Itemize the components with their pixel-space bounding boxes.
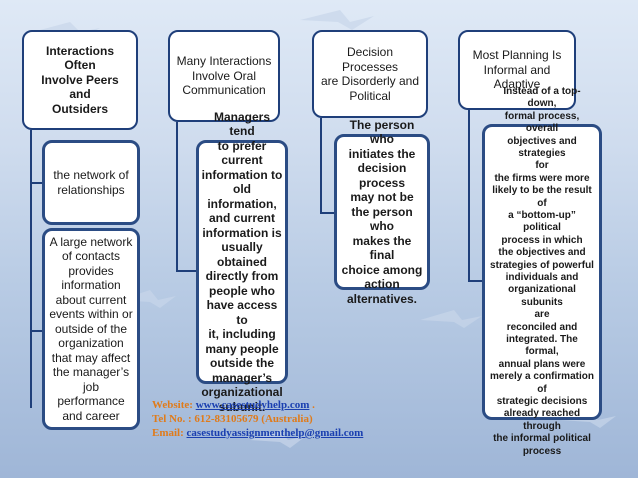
website-line: Website: www.casestudyhelp.com .	[152, 398, 363, 412]
heading-decision-processes: Decision Processes are Disorderly and Po…	[312, 30, 428, 118]
item-large-network: A large network of contacts provides inf…	[42, 228, 140, 430]
tel-value: 612-83105679 (Australia)	[194, 413, 313, 425]
website-suffix: .	[312, 399, 315, 411]
heading-peers-outsiders: Interactions Often Involve Peers and Out…	[22, 30, 138, 130]
heading-text: Most Planning Is Informal and Adaptive	[472, 48, 562, 92]
item-text: A large network of contacts provides inf…	[49, 234, 133, 423]
connector-line	[468, 280, 484, 282]
item-text: Instead of a top-down, formal process, o…	[490, 85, 594, 457]
website-link[interactable]: www.casestudyhelp.com	[195, 399, 310, 411]
tel-label: Tel No. :	[152, 413, 192, 425]
item-text: the network of relationships	[53, 168, 129, 197]
heading-text: Interactions Often Involve Peers and Out…	[41, 43, 119, 116]
connector-line	[176, 122, 178, 272]
connector-line	[30, 182, 42, 184]
email-link[interactable]: casestudyassignmenthelp@gmail.com	[186, 427, 364, 439]
item-bottom-up-planning: Instead of a top-down, formal process, o…	[482, 86, 602, 457]
item-managers-prefer-current: Managers tend to prefer current informat…	[196, 110, 288, 414]
heading-text: Decision Processes are Disorderly and Po…	[320, 45, 420, 103]
email-label: Email:	[152, 427, 184, 439]
website-label: Website:	[152, 399, 193, 411]
heading-planning-informal: Most Planning Is Informal and Adaptive	[458, 30, 576, 110]
heading-text: Many Interactions Involve Oral Communica…	[176, 54, 272, 98]
connector-line	[320, 212, 338, 214]
tel-line: Tel No. : 612-83105679 (Australia)	[152, 412, 363, 426]
item-text: The person who initiates the decision pr…	[341, 117, 423, 306]
connector-line	[320, 118, 322, 214]
email-line: Email: casestudyassignmenthelp@gmail.com	[152, 426, 363, 440]
heading-oral-communication: Many Interactions Involve Oral Communica…	[168, 30, 280, 122]
item-person-initiates: The person who initiates the decision pr…	[334, 118, 430, 306]
item-network-relationships: the network of relationships	[42, 140, 140, 225]
contact-footer: Website: www.casestudyhelp.com . Tel No.…	[152, 398, 363, 440]
item-text: Managers tend to prefer current informat…	[201, 109, 283, 414]
connector-line	[30, 130, 32, 408]
connector-line	[176, 270, 198, 272]
connector-line	[468, 110, 470, 282]
connector-line	[30, 330, 42, 332]
